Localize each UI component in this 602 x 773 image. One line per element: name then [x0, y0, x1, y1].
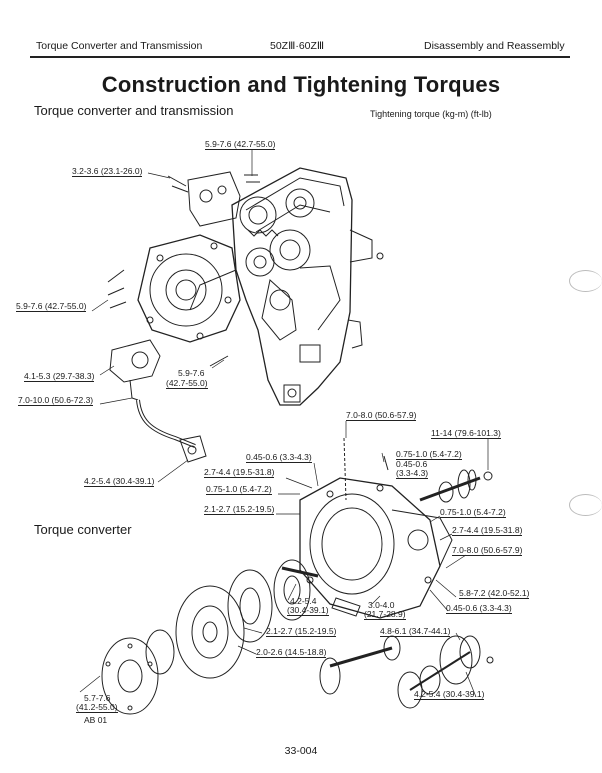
- torque-label: 4.2-5.4 (30.4-39.1): [414, 689, 485, 700]
- torque-label: 4.2-5.4: [290, 596, 317, 606]
- converter-discs: [101, 559, 361, 715]
- torque-label: 5.7-7.6: [84, 693, 111, 703]
- torque-label: (41.2-55.0): [76, 702, 118, 713]
- punch-hole-mark: [569, 270, 602, 292]
- torque-label: 4.8-6.1 (34.7-44.1): [380, 626, 451, 637]
- torque-label: 3.2-3.6 (23.1-26.0): [72, 166, 143, 177]
- section-label-torque-converter: Torque converter: [34, 522, 132, 537]
- leader-lines: [79, 150, 489, 698]
- pump-assembly: [109, 339, 207, 463]
- header-right: Disassembly and Reassembly: [424, 40, 565, 52]
- torque-label: 5.9-7.6: [178, 368, 205, 378]
- page-title: Construction and Tightening Torques: [101, 72, 501, 97]
- output-shaft-gears: [343, 437, 493, 503]
- torque-label: 4.1-5.3 (29.7-38.3): [24, 371, 95, 382]
- torque-label: 11-14 (79.6-101.3): [431, 428, 501, 439]
- unit-note: Tightening torque (kg-m) (ft-lb): [370, 109, 492, 119]
- torque-label: (21.7-28.9): [364, 609, 406, 620]
- torque-label: 2.0-2.6 (14.5-18.8): [256, 647, 327, 658]
- torque-label: (3.3-4.3): [396, 468, 429, 479]
- torque-label: 4.2-5.4 (30.4-39.1): [84, 476, 155, 487]
- torque-label: 5.9-7.6 (42.7-55.0): [16, 301, 87, 312]
- converter-housing-upper: [137, 234, 241, 343]
- torque-label: 7.0-8.0 (50.6-57.9): [452, 545, 523, 556]
- torque-label: 0.45-0.6 (3.3-4.3): [246, 452, 312, 463]
- punch-hole-mark: [569, 494, 602, 516]
- section-subtitle: Torque converter and transmission: [34, 103, 234, 118]
- torque-label: 0.75-1.0 (5.4-7.2): [206, 484, 272, 495]
- torque-label: 2.7-4.4 (19.5-31.8): [204, 467, 275, 478]
- header-center: 50ZⅢ·60ZⅢ: [270, 40, 325, 52]
- converter-housing-lower: [299, 477, 453, 619]
- torque-label: 3.0-4.0: [368, 600, 395, 610]
- torque-label: 0.45-0.6: [396, 459, 428, 469]
- torque-label: (42.7-55.0): [166, 378, 208, 389]
- header-left: Torque Converter and Transmission: [36, 40, 203, 52]
- lower-gear-train: [319, 635, 494, 709]
- torque-label: 2.7-4.4 (19.5-31.8): [452, 525, 523, 536]
- torque-label: 7.0-8.0 (50.6-57.9): [346, 410, 417, 421]
- torque-label: 0.75-1.0 (5.4-7.2): [396, 449, 462, 460]
- torque-label: 5.8-7.2 (42.0-52.1): [459, 588, 530, 599]
- torque-label: 5.9-7.6 (42.7-55.0): [205, 139, 276, 150]
- control-valve: [167, 171, 241, 227]
- torque-label: 7.0-10.0 (50.6-72.3): [18, 395, 94, 406]
- torque-label: (30.4-39.1): [287, 605, 329, 616]
- figure-code: AB 01: [84, 715, 108, 725]
- torque-label: 2.1-2.7 (15.2-19.5): [204, 504, 275, 515]
- header-rule: [30, 56, 570, 58]
- torque-label: 2.1-2.7 (15.2-19.5): [266, 626, 337, 637]
- torque-label: 0.45-0.6 (3.3-4.3): [446, 603, 512, 614]
- transmission-housing: [189, 167, 384, 406]
- bolts-upper: [107, 174, 260, 367]
- torque-label: 0.75-1.0 (5.4-7.2): [440, 507, 506, 518]
- page-number: 33-004: [284, 745, 318, 757]
